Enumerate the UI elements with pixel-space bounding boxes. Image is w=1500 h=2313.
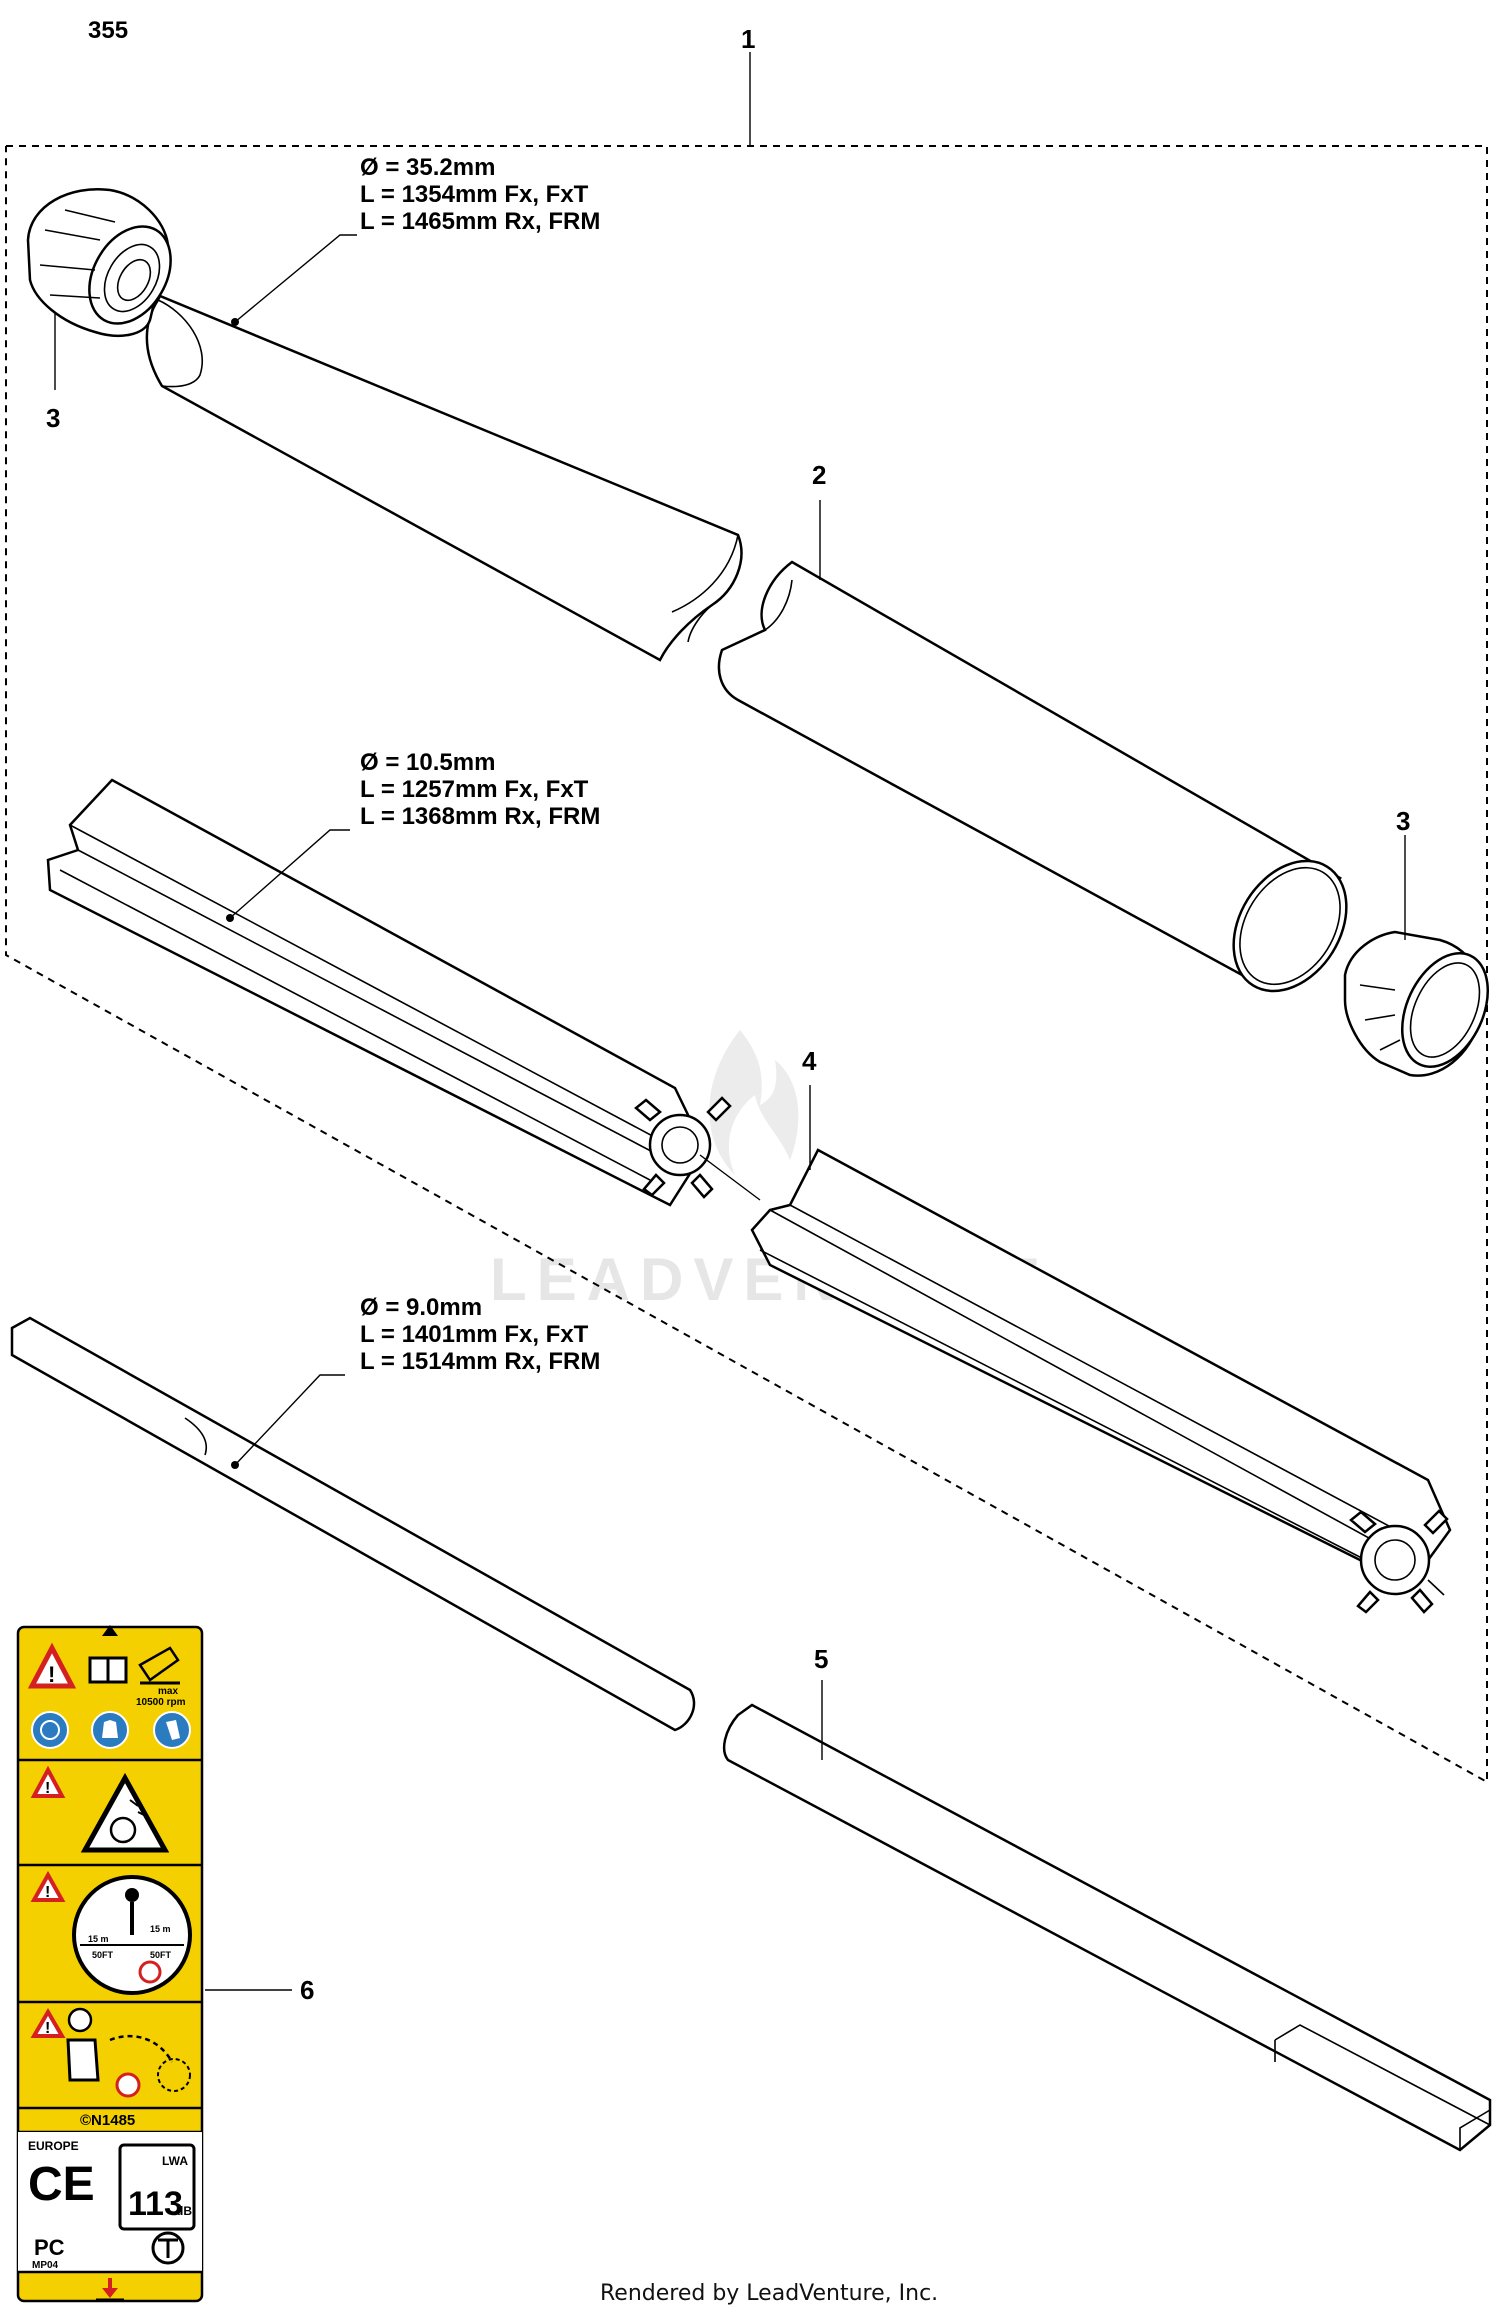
footer-credit: Rendered by LeadVenture, Inc. — [600, 2281, 938, 2306]
svg-text:!: ! — [48, 1662, 55, 1687]
warning-decal: ! max 10500 rpm ! — [16, 1625, 204, 2303]
shaft-upper-section — [10, 1316, 696, 1732]
decal-code: ©N1485 — [80, 2112, 135, 2129]
max-label: max — [158, 1686, 178, 1697]
leaders — [54, 234, 1406, 1991]
callout-3-lower: 3 — [1396, 806, 1410, 836]
protective-gear-icons — [31, 1711, 191, 1749]
manual-book-icon — [88, 1656, 128, 1684]
callout-4: 4 — [802, 1046, 817, 1076]
pc-code: MP04 — [32, 2260, 59, 2271]
tube-diameter: Ø = 35.2mm — [360, 154, 495, 181]
shaft-length-rx: L = 1514mm Rx, FRM — [360, 1348, 600, 1375]
liner-break-line — [699, 1154, 761, 1201]
tube-spec: Ø = 35.2mm L = 1354mm Fx, FxT L = 1465mm… — [360, 154, 600, 235]
down-arrow-icon — [96, 2278, 124, 2302]
gost-mark-icon — [151, 2231, 185, 2265]
assembly-boundary — [5, 52, 1488, 1784]
shaft-spec: Ø = 9.0mm L = 1401mm Fx, FxT L = 1514mm … — [360, 1294, 600, 1375]
thrown-objects-warning-icon: ! — [30, 1765, 170, 1853]
callout-2: 2 — [812, 460, 826, 490]
page-number: 355 — [88, 17, 128, 44]
warning-triangle-icon: ! — [27, 1642, 77, 1689]
shaft-lower-section — [722, 1703, 1492, 2152]
svg-text:!: ! — [45, 1780, 50, 1797]
ce-mark: CE — [28, 2158, 95, 2211]
distance-ft-right: 50FT — [150, 1950, 172, 1960]
blade-thrust-warning-icon: ! — [30, 2007, 191, 2098]
tube-length-fx: L = 1354mm Fx, FxT — [360, 181, 589, 208]
tube-lower-section — [717, 560, 1348, 993]
distance-m-right: 15 m — [150, 1924, 171, 1934]
end-cap-lower — [1343, 930, 1490, 1077]
liner-length-rx: L = 1368mm Rx, FRM — [360, 803, 600, 830]
noise-level-icon — [118, 2143, 196, 2231]
region-label: EUROPE — [28, 2139, 79, 2153]
svg-text:!: ! — [45, 1884, 50, 1901]
distance-m-left: 15 m — [88, 1934, 109, 1944]
distance-ft-left: 50FT — [92, 1950, 114, 1960]
liner-lower-section — [750, 1148, 1452, 1614]
liner-spec: Ø = 10.5mm L = 1257mm Fx, FxT L = 1368mm… — [360, 749, 600, 830]
pc-mark: PC — [34, 2235, 65, 2260]
liner-upper-section — [46, 778, 732, 1207]
lwa-label: LWA — [162, 2154, 188, 2168]
callout-5: 5 — [814, 1644, 828, 1674]
callout-1: 1 — [741, 24, 755, 54]
trimmer-speed-icon — [138, 1646, 180, 1685]
callout-6: 6 — [300, 1975, 314, 2005]
callout-3-upper: 3 — [46, 403, 60, 433]
liner-diameter: Ø = 10.5mm — [360, 749, 495, 776]
noise-level-value: 113 — [128, 2185, 183, 2223]
noise-level-unit: dB — [176, 2204, 192, 2218]
shaft-length-fx: L = 1401mm Fx, FxT — [360, 1321, 589, 1348]
liner-length-fx: L = 1257mm Fx, FxT — [360, 776, 589, 803]
safety-distance-icon: ! — [30, 1870, 192, 1995]
tube-upper-section — [145, 294, 743, 662]
tube-length-rx: L = 1465mm Rx, FRM — [360, 208, 600, 235]
shaft-diameter: Ø = 9.0mm — [360, 1294, 482, 1321]
max-rpm: 10500 rpm — [136, 1697, 186, 1708]
end-cap-upper — [26, 187, 172, 338]
svg-text:!: ! — [45, 2020, 50, 2037]
